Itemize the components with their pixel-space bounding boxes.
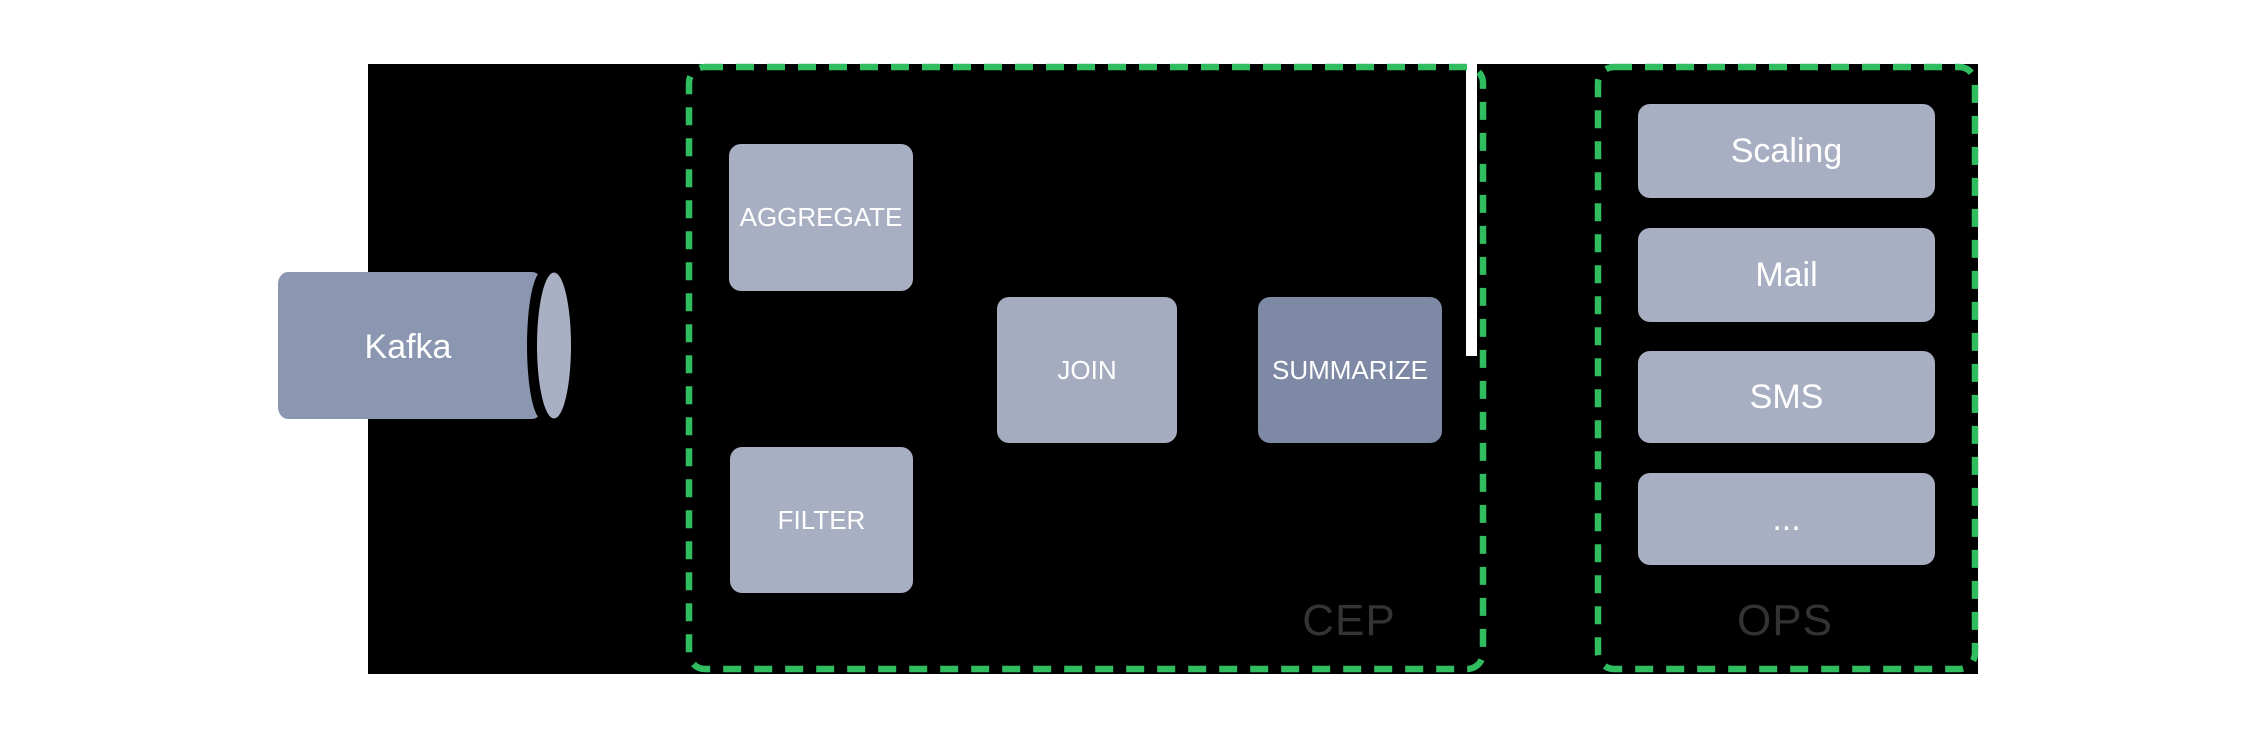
ops-node-sms-label: SMS [1749,377,1824,416]
ops-node-sms: SMS [1638,351,1935,443]
ops-group-label: OPS [1737,596,1833,645]
cep-node-join: JOIN [997,297,1177,443]
cep-node-summarize: SUMMARIZE [1258,297,1442,443]
cep-node-join-label: JOIN [1057,354,1117,385]
cep-node-filter: FILTER [730,447,913,593]
ops-node-scaling-label: Scaling [1730,131,1843,170]
cep-node-filter-label: FILTER [777,504,866,535]
cep-group-border [685,63,1487,673]
ops-node-more-label: ... [1772,499,1801,538]
ops-node-mail-label: Mail [1755,255,1818,294]
kafka-cylinder-icon [278,271,571,420]
ops-group-border [1594,63,1979,673]
kafka-label: Kafka [364,328,452,366]
ops-node-more: ... [1638,473,1935,565]
panel-gap-strip [1466,64,1477,356]
ops-node-scaling: Scaling [1638,104,1935,198]
cep-node-summarize-label: SUMMARIZE [1272,354,1428,385]
cep-node-aggregate: AGGREGATE [729,144,913,291]
ops-node-mail: Mail [1638,228,1935,322]
cep-group-label: CEP [1302,596,1396,645]
cep-node-aggregate-label: AGGREGATE [739,202,903,232]
